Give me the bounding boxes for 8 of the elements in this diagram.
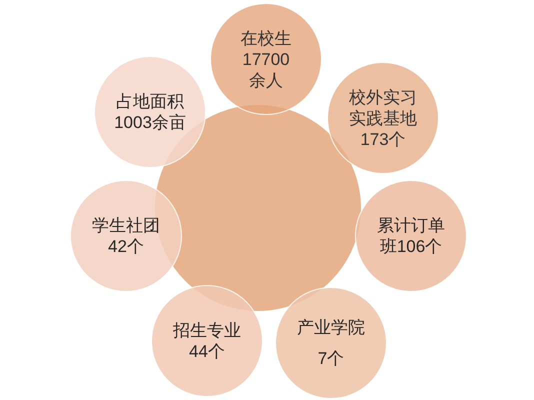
circle-label: 占地面积1003余亩 bbox=[114, 91, 186, 133]
circle-label: 累计订单班106个 bbox=[376, 215, 446, 257]
circle-label: 7个 bbox=[318, 348, 344, 369]
circle-label: 校外实习实践基地173个 bbox=[348, 86, 418, 150]
circle-label: 招生专业44个 bbox=[172, 320, 242, 362]
circle-label: 在校生17700余人 bbox=[240, 28, 292, 90]
circle-label: 产业学院 bbox=[297, 317, 365, 338]
circle-label: 学生社团42个 bbox=[91, 215, 161, 257]
